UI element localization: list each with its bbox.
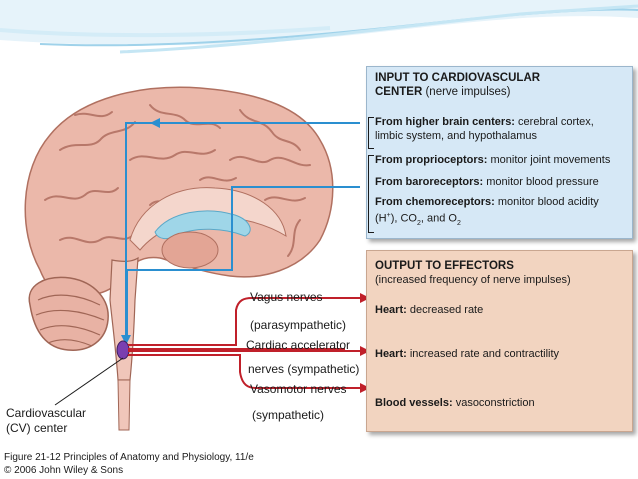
output-blood-vessels: Blood vessels: vasoconstriction <box>375 397 535 409</box>
input-arrowheads <box>121 118 160 345</box>
output-panel: OUTPUT TO EFFECTORS (increased frequency… <box>366 250 633 432</box>
cardiac-accelerator-label: Cardiac accelerator <box>246 338 351 352</box>
chemo-text: monitor blood acidity <box>494 196 599 208</box>
input-panel: INPUT TO CARDIOVASCULAR CENTER (nerve im… <box>366 66 633 239</box>
input-panel-title: INPUT TO CARDIOVASCULAR CENTER (nerve im… <box>375 71 540 99</box>
chemo-label: From chemoreceptors: <box>375 196 495 208</box>
figure-caption: Figure 21-12 Principles of Anatomy and P… <box>4 452 254 463</box>
bracket-receptors <box>368 155 374 233</box>
output-title-line2: (increased frequency of nerve impulses) <box>375 274 571 286</box>
output-panel-title: OUTPUT TO EFFECTORS (increased frequency… <box>375 259 571 287</box>
output-title-line1: OUTPUT TO EFFECTORS <box>375 260 514 272</box>
output-arrows <box>128 297 362 389</box>
brainstem-shape <box>109 256 139 381</box>
cv-center-label-line1: Cardiovascular <box>6 406 87 420</box>
cardiovascular-center-marker <box>116 340 130 360</box>
output-heart-decreased: Heart: decreased rate <box>375 304 484 316</box>
chemo-text-line2: (H+), CO2, and O2 <box>375 212 461 227</box>
higher-text: cerebral cortex, <box>514 116 594 128</box>
input-proprioceptors: From proprioceptors: monitor joint movem… <box>375 153 610 167</box>
cerebellum-folia <box>35 294 105 347</box>
proprio-label: From proprioceptors: <box>375 154 488 166</box>
header-wave-decoration <box>0 0 638 54</box>
output-arrowheads <box>360 293 370 393</box>
higher-text-line2: limbic system, and hypothalamus <box>375 130 538 142</box>
higher-label: From higher brain centers: <box>375 116 515 128</box>
vagus-nerves-type: (parasympathetic) <box>250 318 347 332</box>
input-title-line1: INPUT TO CARDIOVASCULAR <box>375 72 541 84</box>
baro-text: monitor blood pressure <box>483 176 599 188</box>
vagus-nerves-label: Vagus nerves <box>250 290 323 304</box>
input-title-rest: (nerve impulses) <box>422 86 511 98</box>
baro-label: From baroreceptors: <box>375 176 484 188</box>
input-higher-centers: From higher brain centers: cerebral cort… <box>375 115 594 143</box>
gyri-lines <box>44 104 311 257</box>
proprio-text: monitor joint movements <box>487 154 611 166</box>
cardiac-accelerator-type: nerves (sympathetic) <box>248 362 360 376</box>
cerebellum-shape <box>28 276 109 351</box>
vasomotor-nerves-type: (sympathetic) <box>252 408 325 422</box>
copyright-caption: © 2006 John Wiley & Sons <box>4 465 124 476</box>
cv-center-label-line2: (CV) center <box>6 421 68 435</box>
input-baroreceptors: From baroreceptors: monitor blood pressu… <box>375 175 599 189</box>
vasomotor-nerves-label: Vasomotor nerves <box>250 382 347 396</box>
output-heart-increased: Heart: increased rate and contractility <box>375 348 560 360</box>
input-chemoreceptors: From chemoreceptors: monitor blood acidi… <box>375 195 599 231</box>
input-title-center: CENTER <box>375 86 423 98</box>
bracket-higher <box>368 117 374 149</box>
